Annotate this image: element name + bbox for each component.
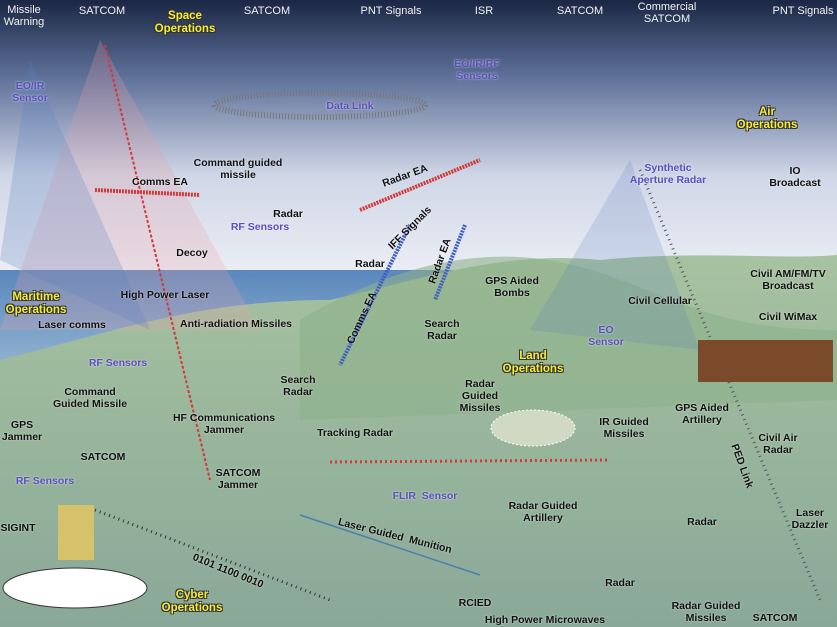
label-command-guided-missile-air: Command guided missile	[193, 157, 283, 181]
label-radar-air: Radar	[273, 208, 303, 220]
label-command-guided-missile-sea: Command Guided Missile	[52, 386, 128, 410]
label-land-operations: Land Operations	[502, 350, 564, 375]
label-anti-radiation-missiles: Anti-radiation Missiles	[179, 318, 293, 330]
label-satcom-jammer: SATCOM Jammer	[215, 467, 261, 491]
label-pnt-2: PNT Signals	[772, 5, 834, 17]
label-hf-communications-jammer: HF Communications Jammer	[172, 412, 276, 436]
label-comms-ea: Comms EA	[131, 176, 189, 188]
label-decoy: Decoy	[176, 247, 208, 259]
cyber-network	[2, 567, 148, 609]
label-commercial-satcom: Commercial SATCOM	[637, 1, 697, 25]
label-sigint: SIGINT	[0, 522, 36, 534]
label-civil-air-radar: Civil Air Radar	[758, 432, 798, 456]
label-satcom-1: SATCOM	[78, 5, 126, 17]
label-io-broadcast: IO Broadcast	[769, 165, 821, 189]
label-eo-ir-rf-sensors: EO/IR/RF Sensors	[454, 58, 500, 82]
label-search-radar-2: Search Radar	[280, 374, 316, 398]
radar-ea-vert-beam	[433, 224, 467, 301]
label-air-operations: Air Operations	[736, 106, 798, 131]
label-high-power-laser: High Power Laser	[120, 289, 210, 301]
city	[698, 340, 833, 382]
label-gps-aided-bombs: GPS Aided Bombs	[485, 275, 539, 299]
label-missile-warning: Missile Warning	[3, 4, 45, 28]
label-eo-sensor: EO Sensor	[588, 324, 624, 348]
land-ops-zone	[490, 409, 576, 447]
label-flir-sensor: FLIR Sensor	[392, 490, 458, 502]
label-satcom-land: SATCOM	[752, 612, 798, 624]
label-satcom-2: SATCOM	[243, 5, 291, 17]
label-gps-jammer: GPS Jammer	[1, 419, 43, 443]
label-isr: ISR	[474, 5, 494, 17]
comms-ea-vert-beam	[338, 224, 412, 366]
comms-ea-beam	[94, 188, 201, 197]
radar-ea-beam	[359, 158, 481, 212]
label-radar-land-2: Radar	[605, 577, 635, 589]
label-laser-comms: Laser comms	[38, 319, 106, 331]
label-civil-cellular: Civil Cellular	[628, 295, 692, 307]
label-high-power-microwaves: High Power Microwaves	[484, 614, 606, 626]
label-civil-wimax: Civil WiMax	[758, 311, 818, 323]
label-cyber-operations: Cyber Operations	[161, 589, 223, 614]
tracking-beam	[329, 458, 611, 464]
label-radar-guided-missiles-1: Radar Guided Missiles	[459, 378, 501, 414]
label-satcom-ground: SATCOM	[80, 451, 126, 463]
label-radar-land-1: Radar	[687, 516, 717, 528]
label-eo-ir-sensor: EO/IR Sensor	[12, 80, 48, 104]
label-sar: Synthetic Aperture Radar	[629, 162, 707, 186]
label-tracking-radar: Tracking Radar	[317, 427, 393, 439]
label-rf-sensors-land: RF Sensors	[15, 475, 75, 487]
label-rf-sensors-sea: RF Sensors	[88, 357, 148, 369]
label-radar-air-2: Radar	[355, 258, 385, 270]
label-satcom-3: SATCOM	[556, 5, 604, 17]
label-search-radar-1: Search Radar	[424, 318, 460, 342]
label-maritime-operations: Maritime Operations	[5, 291, 67, 316]
label-laser-dazzler: Laser Dazzler	[791, 507, 829, 531]
label-rf-sensors-air: RF Sensors	[230, 221, 290, 233]
space-beam	[0, 40, 260, 330]
label-ir-guided-missiles: IR Guided Missiles	[599, 416, 649, 440]
laser-munition-path	[299, 514, 481, 576]
label-space-operations: Space Operations	[154, 10, 216, 35]
label-data-link: Data Link	[326, 100, 374, 112]
sar-beam	[530, 160, 700, 350]
label-rcied: RCIED	[458, 597, 492, 609]
label-gps-aided-artillery: GPS Aided Artillery	[675, 402, 729, 426]
label-radar-guided-artillery: Radar Guided Artillery	[508, 500, 578, 524]
data-link-ring	[212, 90, 428, 120]
sigint-building	[58, 505, 94, 560]
label-pnt-1: PNT Signals	[360, 5, 422, 17]
cyber-link	[94, 508, 331, 602]
satcom-jam-beam	[104, 44, 211, 481]
eo-ir-beam	[0, 60, 150, 330]
label-civil-am-fm-tv: Civil AM/FM/TV Broadcast	[750, 268, 826, 292]
label-radar-guided-missiles-2: Radar Guided Missiles	[671, 600, 741, 624]
